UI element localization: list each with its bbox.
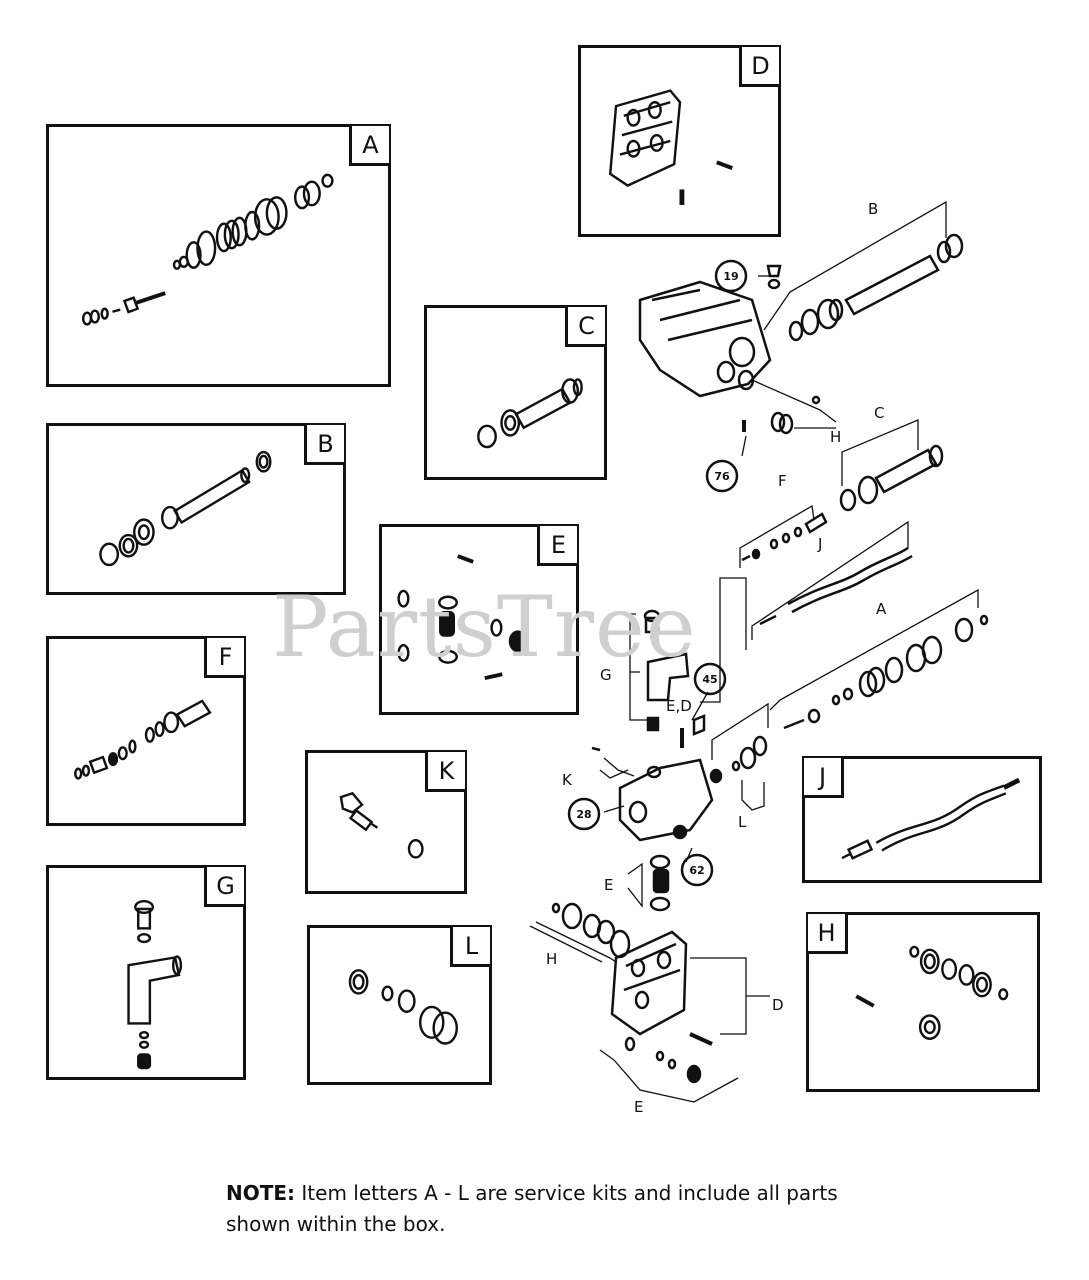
- kit-box-j: J: [802, 756, 1042, 883]
- diagram-label-j: J: [817, 535, 822, 553]
- kit-box-d: D: [578, 45, 781, 237]
- kit-label-f: F: [204, 638, 244, 678]
- kit-l-parts-art: [348, 969, 458, 1045]
- kit-f-parts-art: [74, 699, 212, 780]
- kit-j-parts-art: [841, 777, 1021, 860]
- callout-28: 28: [576, 808, 591, 821]
- diagram-label-b: B: [868, 200, 878, 218]
- diagram-label-e-mid: E: [604, 876, 613, 894]
- kit-box-c: C: [424, 305, 607, 480]
- kit-box-b: B: [46, 423, 346, 595]
- diagram-label-c: C: [874, 404, 884, 422]
- callout-62: 62: [689, 864, 704, 877]
- kit-d-parts-art: [608, 89, 733, 205]
- kit-box-e: E: [379, 524, 579, 715]
- diagram-label-ed: E,D: [666, 697, 692, 715]
- callout-19: 19: [723, 270, 738, 283]
- diagram-label-d: D: [772, 996, 784, 1014]
- diagram-label-k: K: [562, 771, 573, 789]
- kit-label-d: D: [739, 47, 779, 87]
- diagram-label-l: L: [738, 813, 747, 831]
- kit-c-parts-art: [477, 378, 583, 449]
- kit-label-c: C: [565, 307, 605, 347]
- kit-box-g: G: [46, 865, 246, 1080]
- diagram-label-h-upper: H: [830, 428, 841, 446]
- note-label: NOTE:: [226, 1181, 296, 1205]
- kit-label-k: K: [425, 752, 465, 792]
- kit-e-parts-art: [397, 554, 527, 680]
- callout-45: 45: [702, 673, 717, 686]
- kit-box-f: F: [46, 636, 246, 826]
- kit-box-k: K: [305, 750, 467, 894]
- kit-label-j: J: [804, 758, 844, 798]
- kit-k-parts-art: [339, 791, 424, 859]
- diagram-label-e-lower: E: [634, 1098, 643, 1116]
- note-text: Item letters A - L are service kits and …: [226, 1181, 838, 1236]
- kit-b-parts-art: [99, 450, 272, 567]
- kit-label-e: E: [537, 526, 577, 566]
- kit-label-a: A: [349, 126, 389, 166]
- diagram-label-f: F: [778, 472, 787, 490]
- diagram-label-h-lower: H: [546, 950, 557, 968]
- kit-g-parts-art: [127, 899, 183, 1070]
- diagram-label-g: G: [600, 666, 612, 684]
- kit-h-parts-art: [855, 945, 1009, 1040]
- kit-box-h: H: [806, 912, 1040, 1092]
- kit-label-l: L: [450, 927, 490, 967]
- service-kit-note: NOTE: Item letters A - L are service kit…: [226, 1178, 866, 1240]
- kit-box-a: A: [46, 124, 391, 387]
- kit-label-g: G: [204, 867, 244, 907]
- callout-76: 76: [714, 470, 730, 483]
- kit-a-parts-art: [81, 173, 334, 326]
- diagram-label-a: A: [876, 600, 887, 618]
- kit-label-h: H: [808, 914, 848, 954]
- kit-box-l: L: [307, 925, 492, 1085]
- kit-label-b: B: [304, 425, 344, 465]
